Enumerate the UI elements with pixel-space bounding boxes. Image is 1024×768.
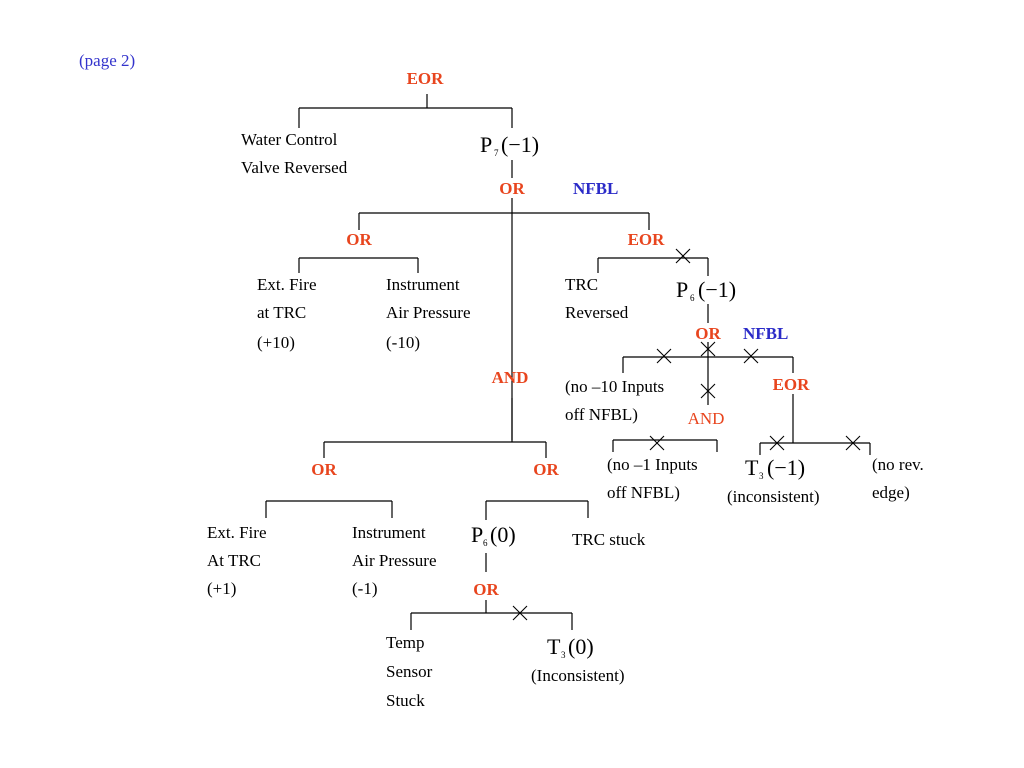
- svg-text:(+1): (+1): [207, 579, 236, 598]
- svg-text:P: P: [471, 522, 483, 547]
- x-mark: [512, 605, 528, 621]
- svg-text:3: 3: [561, 650, 566, 660]
- event-no-minus1-inputs: (no –1 Inputs off NFBL): [607, 455, 698, 502]
- svg-text:T: T: [547, 634, 561, 659]
- svg-text:7: 7: [494, 148, 499, 158]
- svg-text:TRC: TRC: [565, 275, 598, 294]
- svg-text:(−1): (−1): [698, 277, 736, 302]
- svg-text:at TRC: at TRC: [257, 303, 306, 322]
- svg-text:(0): (0): [568, 634, 594, 659]
- event-trc-stuck: TRC stuck: [572, 530, 646, 549]
- svg-text:off NFBL): off NFBL): [565, 405, 638, 424]
- x-mark: [649, 435, 665, 451]
- svg-text:(no –1 Inputs: (no –1 Inputs: [607, 455, 698, 474]
- svg-text:(no –10 Inputs: (no –10 Inputs: [565, 377, 664, 396]
- svg-text:Valve Reversed: Valve Reversed: [241, 158, 348, 177]
- gate-or-p7: OR: [499, 179, 525, 198]
- page-label: (page 2): [79, 51, 135, 70]
- svg-text:P: P: [676, 277, 688, 302]
- event-no-rev-edge: (no rev. edge): [872, 455, 924, 502]
- svg-text:Instrument: Instrument: [386, 275, 460, 294]
- svg-text:Stuck: Stuck: [386, 691, 425, 710]
- svg-text:edge): edge): [872, 483, 910, 502]
- gate-or-bottom-right: OR: [533, 460, 559, 479]
- svg-text:(no rev.: (no rev.: [872, 455, 924, 474]
- variable-p7: P 7 (−1): [480, 132, 539, 158]
- x-mark: [675, 248, 691, 264]
- svg-text:6: 6: [483, 538, 488, 548]
- gate-and-mid: AND: [492, 368, 529, 387]
- variable-p6-neg: P 6 (−1): [676, 277, 736, 303]
- gate-or-bottom-left: OR: [311, 460, 337, 479]
- x-mark: [700, 383, 716, 399]
- x-mark: [845, 435, 861, 451]
- svg-text:(-10): (-10): [386, 333, 420, 352]
- variable-t3-zero: T 3 (0): [547, 634, 594, 660]
- gate-and-small: AND: [688, 409, 725, 428]
- svg-text:(0): (0): [490, 522, 516, 547]
- gate-nfbl-1: NFBL: [573, 179, 618, 198]
- svg-text:Ext. Fire: Ext. Fire: [207, 523, 267, 542]
- gate-eor-t3: EOR: [773, 375, 811, 394]
- svg-text:Sensor: Sensor: [386, 662, 433, 681]
- svg-text:Ext. Fire: Ext. Fire: [257, 275, 317, 294]
- svg-text:(-1): (-1): [352, 579, 377, 598]
- variable-p6-zero: P 6 (0): [471, 522, 516, 548]
- gate-nfbl-2: NFBL: [743, 324, 788, 343]
- variable-t3-neg: T 3 (−1): [745, 455, 805, 481]
- event-ext-fire-at-trc-plus1: Ext. Fire At TRC (+1): [207, 523, 267, 598]
- event-instrument-air-pressure-minus10: Instrument Air Pressure (-10): [386, 275, 471, 352]
- svg-text:6: 6: [690, 293, 695, 303]
- gate-eor-right: EOR: [628, 230, 666, 249]
- x-mark: [700, 341, 716, 357]
- event-ext-fire-at-trc-plus10: Ext. Fire at TRC (+10): [257, 275, 317, 352]
- event-inconsistent-t3-neg: (inconsistent): [727, 487, 820, 506]
- svg-text:(−1): (−1): [767, 455, 805, 480]
- event-instrument-air-pressure-minus1: Instrument Air Pressure (-1): [352, 523, 437, 598]
- event-temp-sensor-stuck: Temp Sensor Stuck: [386, 633, 433, 710]
- svg-text:(−1): (−1): [501, 132, 539, 157]
- x-mark: [743, 348, 759, 364]
- svg-text:Water Control: Water Control: [241, 130, 338, 149]
- svg-text:3: 3: [759, 471, 764, 481]
- event-water-control-valve-reversed: Water Control Valve Reversed: [241, 130, 348, 177]
- svg-text:off NFBL): off NFBL): [607, 483, 680, 502]
- svg-text:Temp: Temp: [386, 633, 424, 652]
- gate-or-p6: OR: [695, 324, 721, 343]
- svg-text:P: P: [480, 132, 492, 157]
- pruned-edge-marks: [512, 248, 861, 621]
- svg-text:T: T: [745, 455, 759, 480]
- gate-labels: EOR OR NFBL OR EOR OR NFBL EOR AND AND O…: [311, 69, 810, 599]
- x-mark: [769, 435, 785, 451]
- event-inconsistent-t3-zero: (Inconsistent): [531, 666, 624, 685]
- svg-text:At TRC: At TRC: [207, 551, 261, 570]
- svg-text:Air Pressure: Air Pressure: [352, 551, 437, 570]
- event-trc-reversed: TRC Reversed: [565, 275, 629, 322]
- connector-lines: [265, 94, 871, 630]
- gate-or-left: OR: [346, 230, 372, 249]
- x-mark: [656, 348, 672, 364]
- svg-text:Instrument: Instrument: [352, 523, 426, 542]
- svg-text:Reversed: Reversed: [565, 303, 629, 322]
- gate-or-p6-zero: OR: [473, 580, 499, 599]
- svg-text:Air Pressure: Air Pressure: [386, 303, 471, 322]
- gate-eor-top: EOR: [407, 69, 445, 88]
- event-no-minus10-inputs: (no –10 Inputs off NFBL): [565, 377, 664, 424]
- svg-text:(+10): (+10): [257, 333, 295, 352]
